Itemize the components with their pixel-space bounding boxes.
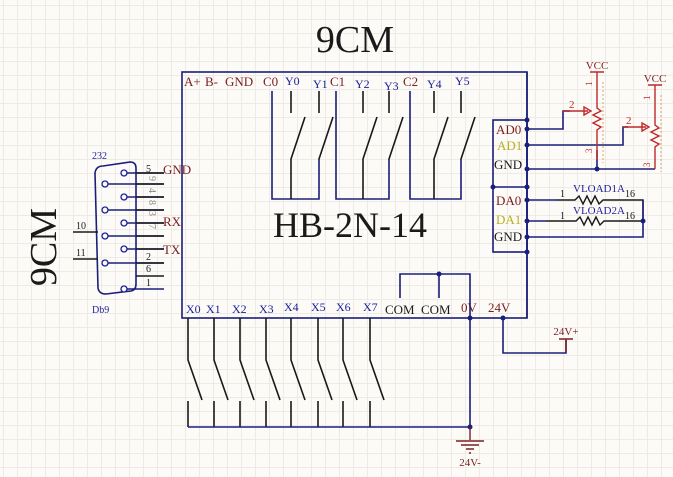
- svg-text:3: 3: [642, 162, 652, 167]
- svg-text:2: 2: [146, 252, 151, 263]
- load-resistor-1: [557, 194, 644, 221]
- svg-text:24V: 24V: [488, 300, 511, 315]
- module-name: HB-2N-14: [273, 205, 427, 245]
- input-switch-x3: [265, 318, 281, 427]
- relay-switch-y5: [460, 91, 476, 160]
- svg-text:X3: X3: [259, 302, 274, 316]
- svg-text:COM: COM: [421, 302, 451, 317]
- input-switch-x4: [290, 318, 306, 427]
- input-switch-x7: [369, 318, 385, 427]
- db9-connector[interactable]: 232 10 11 5 9 4 8 3 7 2 6 1 GND: [73, 151, 191, 316]
- bottom-pin-labels: X0 X1 X2 X3 X4 X5 X6 X7 COM COM 0V 24V: [186, 300, 511, 317]
- svg-text:3: 3: [146, 211, 157, 216]
- svg-text:X7: X7: [363, 300, 378, 314]
- svg-text:X0: X0: [186, 302, 201, 316]
- svg-text:1: 1: [560, 189, 565, 200]
- pin-label-gnd-out: GND: [494, 229, 522, 244]
- svg-text:VCC: VCC: [644, 73, 667, 85]
- relay-outputs: [271, 91, 476, 200]
- svg-text:1: 1: [560, 211, 565, 222]
- svg-text:2: 2: [626, 115, 632, 127]
- pin-label: Y5: [455, 74, 470, 88]
- potentiometer-wiring: [524, 110, 655, 172]
- svg-text:16: 16: [625, 211, 635, 222]
- potentiometer-1: VCC 1 2 3: [563, 60, 608, 163]
- pin-label: A+: [184, 74, 201, 89]
- relay-switch-y3: [388, 91, 404, 160]
- input-switch-x2: [239, 318, 255, 427]
- svg-text:RX: RX: [163, 214, 182, 229]
- relay-switch-y0: [290, 91, 306, 199]
- svg-text:24V-: 24V-: [459, 457, 481, 469]
- pin-label: Y4: [427, 77, 442, 91]
- svg-text:X5: X5: [311, 300, 326, 314]
- ground-symbol: 24V-: [456, 427, 484, 469]
- input-switch-x5: [317, 318, 333, 427]
- input-switch-x1: [213, 318, 229, 427]
- potentiometer-2: VCC 1 2 3: [623, 73, 666, 172]
- title-side: 9CM: [23, 208, 65, 286]
- relay-switch-y4: [433, 91, 449, 199]
- pin-label: Y1: [313, 77, 328, 91]
- input-switches: [187, 318, 385, 427]
- pin-label: C1: [330, 74, 345, 89]
- svg-text:X1: X1: [206, 302, 221, 316]
- module-body[interactable]: [181, 71, 528, 319]
- svg-text:7: 7: [146, 224, 157, 229]
- com-bridge: [399, 273, 471, 318]
- common-wire-c2: [409, 91, 462, 200]
- svg-text:2: 2: [569, 99, 575, 111]
- pin-label-ad1: AD1: [497, 138, 522, 153]
- input-switch-x0: [187, 318, 203, 427]
- svg-text:GND: GND: [163, 162, 191, 177]
- input-switch-x6: [342, 318, 358, 427]
- pin-label: Y0: [285, 74, 300, 88]
- svg-text:TX: TX: [163, 242, 181, 257]
- svg-text:VLOAD1A: VLOAD1A: [573, 183, 625, 195]
- svg-text:1: 1: [146, 278, 151, 289]
- pin-label: GND: [225, 74, 253, 89]
- pin-label: C0: [263, 74, 278, 89]
- svg-text:X4: X4: [284, 300, 299, 314]
- pin-label-da0: DA0: [496, 193, 521, 208]
- common-wire-c0: [271, 91, 320, 200]
- relay-switch-y2: [362, 91, 378, 199]
- pin-label: Y2: [355, 77, 370, 91]
- relay-switch-y1: [318, 91, 334, 160]
- title-top: 9CM: [316, 19, 394, 61]
- top-pin-labels: A+ B- GND C0 Y0 Y1 C1 Y2 Y3 C2 Y4 Y5: [184, 74, 470, 93]
- svg-text:5: 5: [146, 164, 151, 175]
- analog-loads: 1 VLOAD1A 16 1 VLOAD2A 16: [524, 183, 646, 240]
- svg-text:24V+: 24V+: [553, 326, 578, 338]
- svg-text:6: 6: [146, 264, 151, 275]
- load-resistor-2: [546, 215, 643, 227]
- pin-label-da1: DA1: [496, 212, 521, 227]
- input-common-wire: [188, 318, 471, 428]
- svg-text:VCC: VCC: [586, 60, 609, 72]
- svg-text:3: 3: [584, 148, 594, 153]
- svg-text:Db9: Db9: [92, 305, 109, 316]
- pin-label-ad0: AD0: [496, 122, 521, 137]
- svg-text:4: 4: [146, 188, 157, 193]
- svg-text:X2: X2: [232, 302, 247, 316]
- power-24v-plus: 24V+: [500, 315, 579, 354]
- analog-pin-labels: AD0 AD1 GND DA0 DA1 GND: [494, 122, 522, 244]
- svg-text:232: 232: [92, 151, 107, 162]
- svg-text:VLOAD2A: VLOAD2A: [573, 205, 625, 217]
- svg-text:1: 1: [642, 96, 652, 101]
- svg-text:8: 8: [146, 200, 157, 205]
- pin-label: C2: [403, 74, 418, 89]
- pin-label-gnd-in: GND: [494, 157, 522, 172]
- svg-text:COM: COM: [385, 302, 415, 317]
- svg-text:9: 9: [146, 176, 157, 181]
- svg-text:1: 1: [584, 82, 594, 87]
- svg-text:16: 16: [625, 189, 635, 200]
- pin-label: Y3: [384, 79, 399, 93]
- pin-label: B-: [205, 74, 218, 89]
- svg-text:11: 11: [76, 248, 86, 259]
- svg-text:X6: X6: [336, 300, 351, 314]
- svg-text:10: 10: [76, 221, 86, 232]
